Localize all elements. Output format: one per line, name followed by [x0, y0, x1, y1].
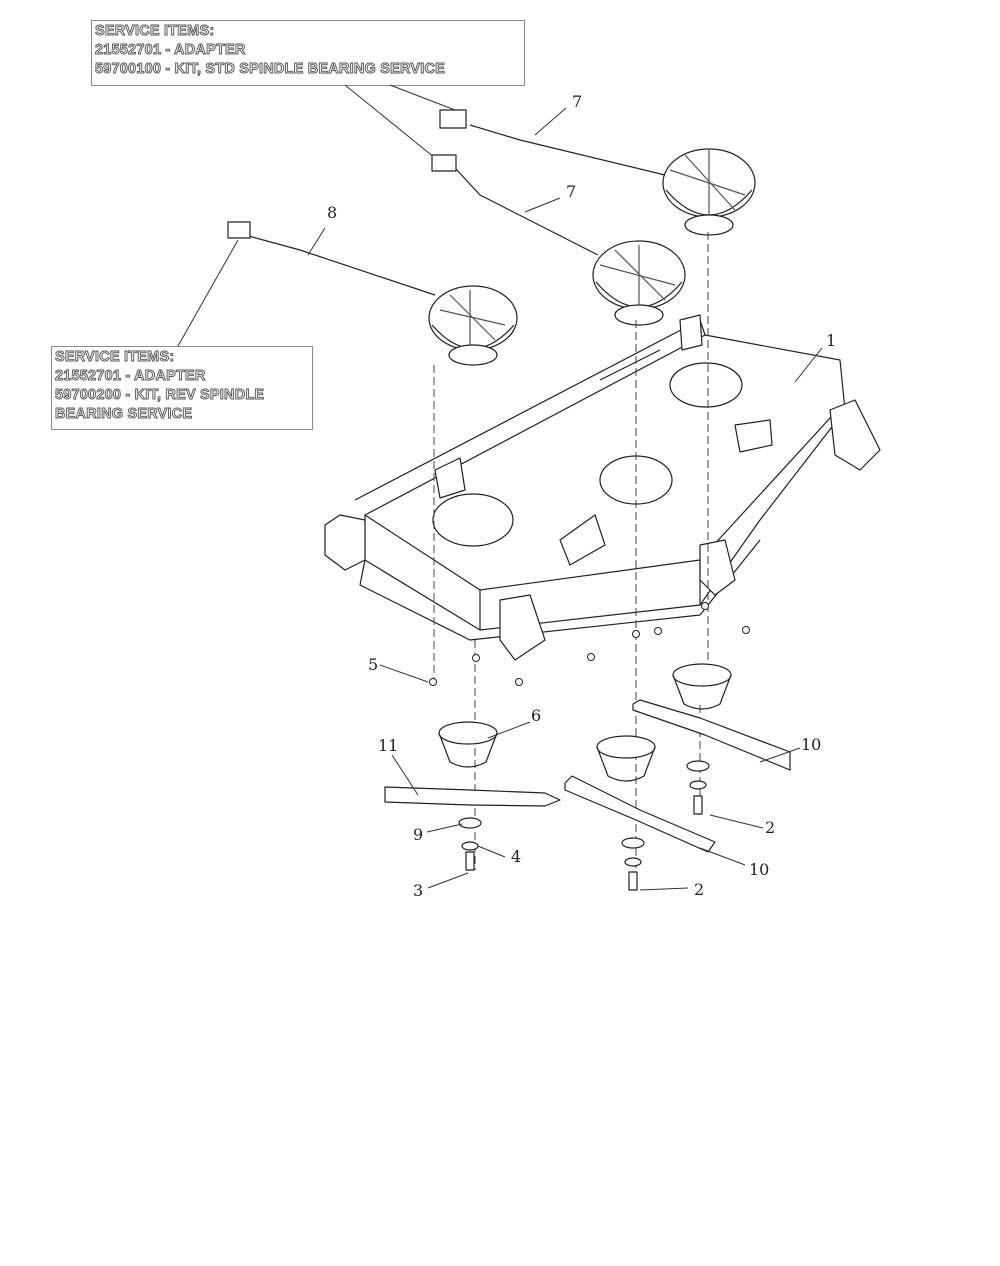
part-number-4: 4: [511, 847, 521, 866]
part-number-7: 7: [566, 182, 576, 201]
part-number-2: 2: [765, 818, 775, 837]
spindle-cup-left: [438, 721, 498, 768]
callout-line: 59700100 - KIT, STD SPINDLE BEARING SERV…: [95, 61, 446, 78]
hardware-left: [458, 817, 482, 871]
part-number-10: 10: [801, 735, 821, 754]
part-number-8: 8: [327, 203, 337, 222]
spindle-assembly-left: [227, 221, 518, 366]
mower-deck: [324, 314, 881, 661]
part-number-1: 1: [826, 331, 836, 350]
part-number-11: 11: [378, 736, 398, 755]
spindle-assembly-right: [439, 109, 756, 236]
part-number-3: 3: [413, 881, 423, 900]
spindle-cup-center: [596, 735, 656, 782]
blade-center: [564, 775, 716, 853]
blade-right: [632, 699, 791, 771]
part-number-7: 7: [572, 92, 582, 111]
callout-line: 21552701 - ADAPTER: [95, 42, 246, 59]
part-number-6: 6: [531, 706, 541, 725]
callout-title: SERVICE ITEMS:: [95, 23, 215, 40]
callout-leaders: [177, 84, 456, 347]
callout-title: SERVICE ITEMS:: [55, 349, 175, 366]
deck-nuts: [429, 602, 750, 686]
part-number-9: 9: [413, 825, 423, 844]
callout-line: 21552701 - ADAPTER: [55, 368, 206, 385]
spindle-cup-right: [672, 663, 732, 710]
callout-line: BEARING SERVICE: [55, 406, 193, 423]
hardware-right: [686, 760, 710, 815]
hardware-center: [621, 837, 645, 891]
blade-left: [384, 786, 561, 807]
part-leaders: [307, 107, 823, 891]
part-number-5: 5: [368, 655, 378, 674]
callout-line: 59700200 - KIT, REV SPINDLE: [55, 387, 265, 404]
service-items-callout-std: SERVICE ITEMS: 21552701 - ADAPTER 597001…: [91, 20, 525, 86]
part-number-10: 10: [749, 860, 769, 879]
service-items-callout-rev: SERVICE ITEMS: 21552701 - ADAPTER 597002…: [51, 346, 313, 430]
spindle-assembly-center: [431, 154, 686, 326]
part-number-2: 2: [694, 880, 704, 899]
